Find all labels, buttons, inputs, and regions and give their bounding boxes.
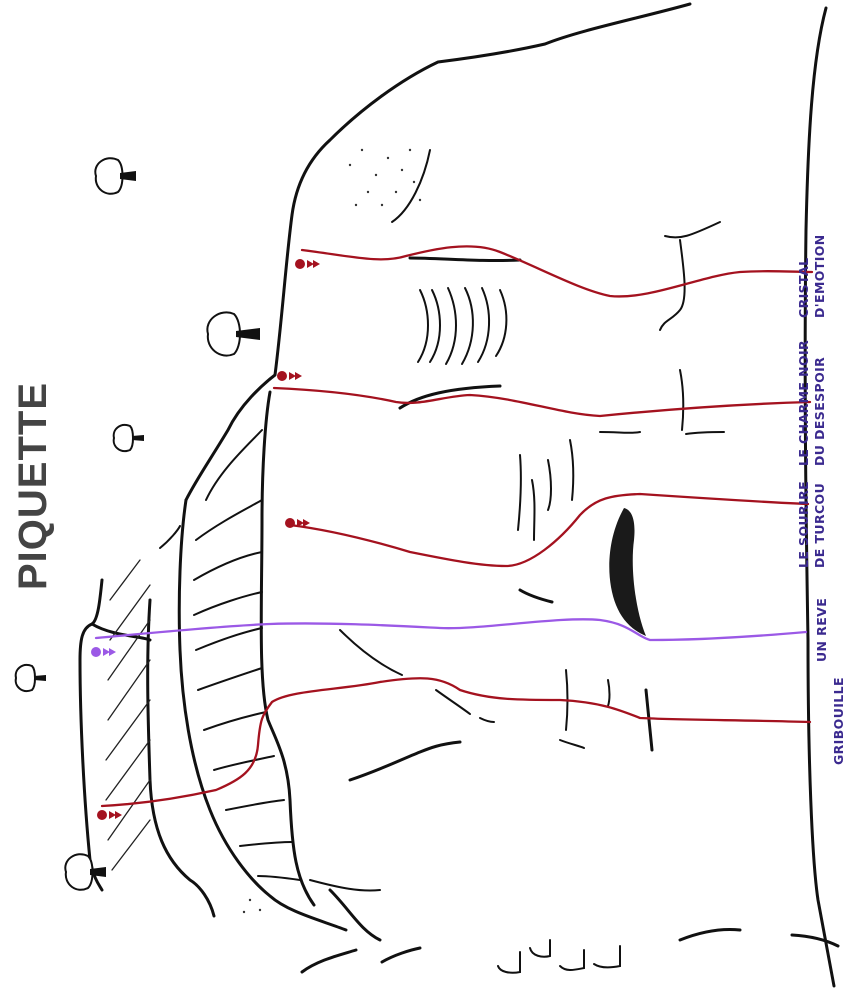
ground-steps (498, 940, 620, 973)
route-lines (96, 246, 812, 806)
anchors (91, 259, 320, 820)
route-label-cristal[interactable]: CRISTALD'EMOTION (796, 234, 827, 318)
rock-outline (80, 4, 838, 986)
tree-icon (207, 312, 260, 355)
belay-anchor-icon (295, 259, 320, 269)
route-label-charme[interactable]: LE CHARME NOIRDU DESESPOIR (796, 340, 827, 466)
tree-icon (95, 158, 136, 194)
route-label-sourire[interactable]: LE SOURIREDE TURCOU (796, 481, 827, 568)
dark-flake (609, 508, 646, 636)
route-label-un-reve[interactable]: UN REVE (814, 598, 829, 662)
route-line-un-reve[interactable] (96, 619, 806, 640)
crack (392, 150, 430, 222)
route-line-charme[interactable] (274, 388, 810, 416)
route-line-cristal[interactable] (302, 246, 812, 296)
left-block-hatching (106, 560, 150, 870)
crag-title: PIQUETTE (11, 382, 55, 590)
belay-anchor-icon (91, 647, 116, 657)
tree-icon (16, 665, 46, 691)
tree-icon (114, 425, 144, 451)
route-labels: GRIBOUILLE UN REVE LE SOURIREDE TURCOU L… (796, 234, 846, 765)
belay-anchor-icon (277, 371, 302, 381)
belay-anchor-icon (97, 810, 122, 820)
route-label-gribouille[interactable]: GRIBOUILLE (831, 677, 846, 765)
roof-arcs (340, 222, 724, 780)
